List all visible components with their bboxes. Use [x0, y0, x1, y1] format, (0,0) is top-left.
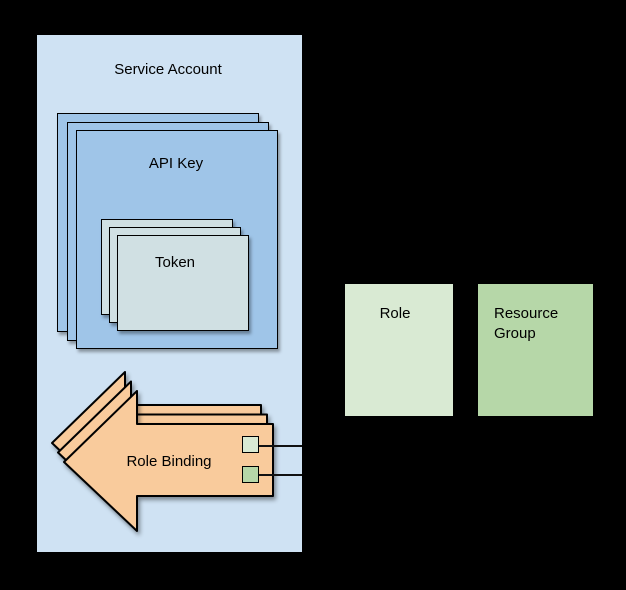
role-label: Role [379, 305, 411, 322]
resource-group-box [478, 284, 593, 416]
api-key-label: API Key [148, 155, 204, 172]
resource-group-label: Resource Group [494, 305, 559, 342]
service-account-label: Service Account [114, 61, 222, 78]
token-card-front [117, 235, 249, 331]
role-box [345, 284, 453, 416]
resource-group-port-square [242, 466, 259, 483]
role-port-square [242, 436, 259, 453]
role-binding-label: Role Binding [126, 453, 212, 470]
resource-group-connector-line [258, 474, 302, 476]
role-connector-line [258, 445, 302, 447]
role-binding-arrow-front [63, 390, 274, 532]
token-label: Token [154, 254, 196, 271]
